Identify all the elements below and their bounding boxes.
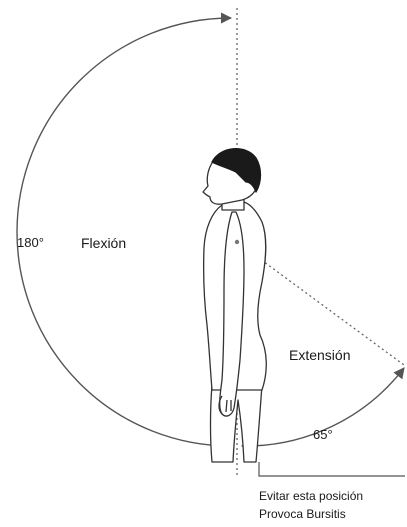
flexion-label: Flexión — [81, 235, 126, 251]
flexion-arc — [17, 18, 231, 446]
shoulder-pivot — [235, 240, 239, 244]
flexion-degrees-label: 180° — [17, 235, 44, 250]
extension-degrees-label: 65° — [313, 427, 333, 442]
warning-note-line2: Provoca Bursitis — [259, 507, 346, 521]
warning-note-line1: Evitar esta posición — [259, 489, 363, 503]
extension-label: Extensión — [289, 347, 350, 363]
avoid-zone-bracket — [259, 462, 405, 476]
human-figure — [203, 149, 266, 462]
